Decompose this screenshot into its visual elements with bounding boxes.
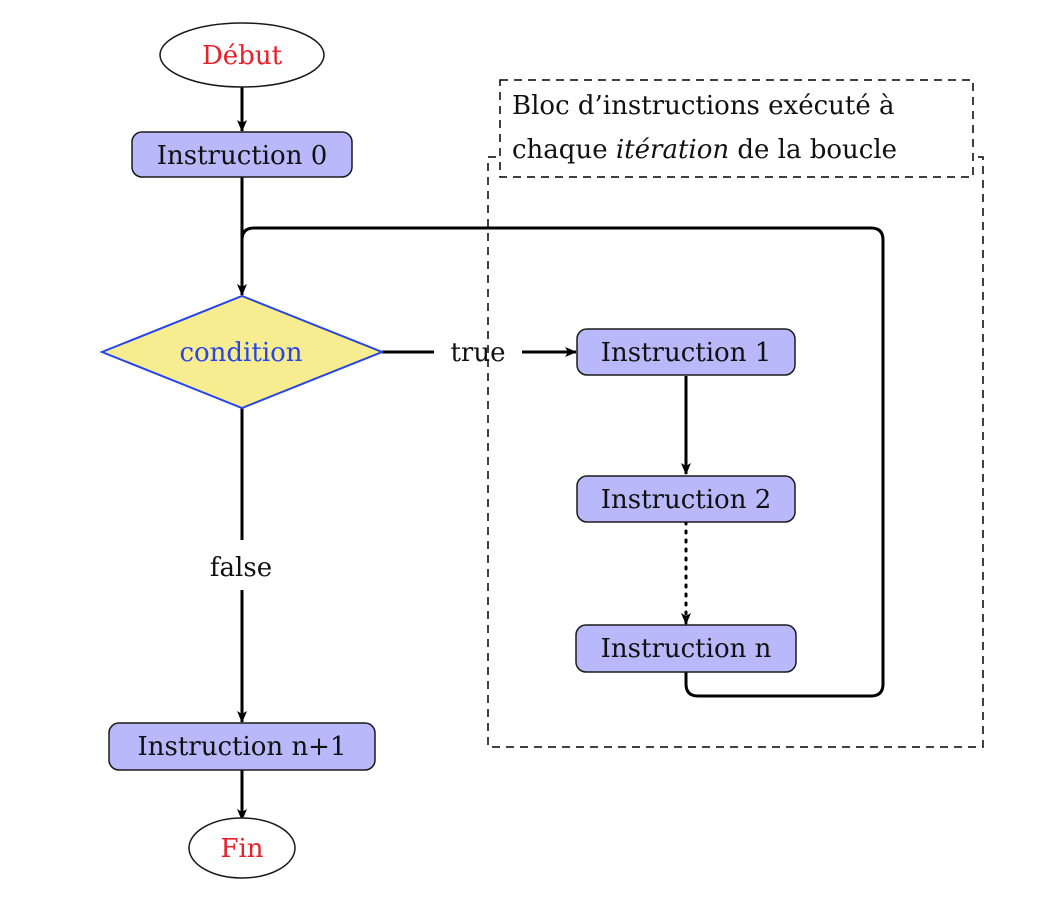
instruction-2-node: Instruction 2 <box>576 475 796 523</box>
instruction-n-label: Instruction n <box>601 634 772 664</box>
instruction-1-shape <box>576 328 796 376</box>
end-node-shape <box>188 817 296 879</box>
start-node: Début <box>159 22 325 88</box>
condition-node: condition <box>99 294 385 410</box>
loop-body-note-line2-before: chaque <box>512 135 616 165</box>
end-node: Fin <box>188 817 296 879</box>
instruction-0-node: Instruction 0 <box>131 131 353 178</box>
instruction-0-shape <box>131 131 353 178</box>
start-node-shape <box>159 22 325 88</box>
instruction-n-plus-1-node: Instruction n+1 <box>108 722 376 771</box>
instruction-1-node: Instruction 1 <box>576 328 796 376</box>
loop-body-group: Bloc d’instructions exécuté à chaque ité… <box>487 79 984 748</box>
instruction-0-label: Instruction 0 <box>157 141 328 171</box>
end-node-label: Fin <box>220 834 263 864</box>
edge-label-true: true <box>450 338 505 368</box>
condition-label: condition <box>179 338 302 368</box>
start-node-label: Début <box>202 41 283 71</box>
loop-body-note-line2-after: de la boucle <box>729 135 897 165</box>
edges <box>237 87 885 821</box>
edge-loop-back <box>240 226 885 698</box>
loop-body-note-line1: Bloc d’instructions exécuté à <box>512 91 895 121</box>
instruction-2-shape <box>576 475 796 523</box>
edge-label-false: false <box>210 553 272 583</box>
loop-body-frame <box>487 156 984 748</box>
instruction-n-shape <box>575 624 797 673</box>
instruction-n-plus-1-label: Instruction n+1 <box>137 732 346 762</box>
instruction-2-label: Instruction 2 <box>601 485 772 515</box>
loop-body-note-line2-emphasis: itération <box>616 135 729 165</box>
instruction-n-node: Instruction n <box>575 624 797 673</box>
instruction-n-plus-1-shape <box>108 722 376 771</box>
condition-shape <box>99 294 385 410</box>
instruction-1-label: Instruction 1 <box>601 338 772 368</box>
loop-body-note-box <box>499 79 974 178</box>
loop-body-note-line2: chaque itération de la boucle <box>512 135 897 165</box>
